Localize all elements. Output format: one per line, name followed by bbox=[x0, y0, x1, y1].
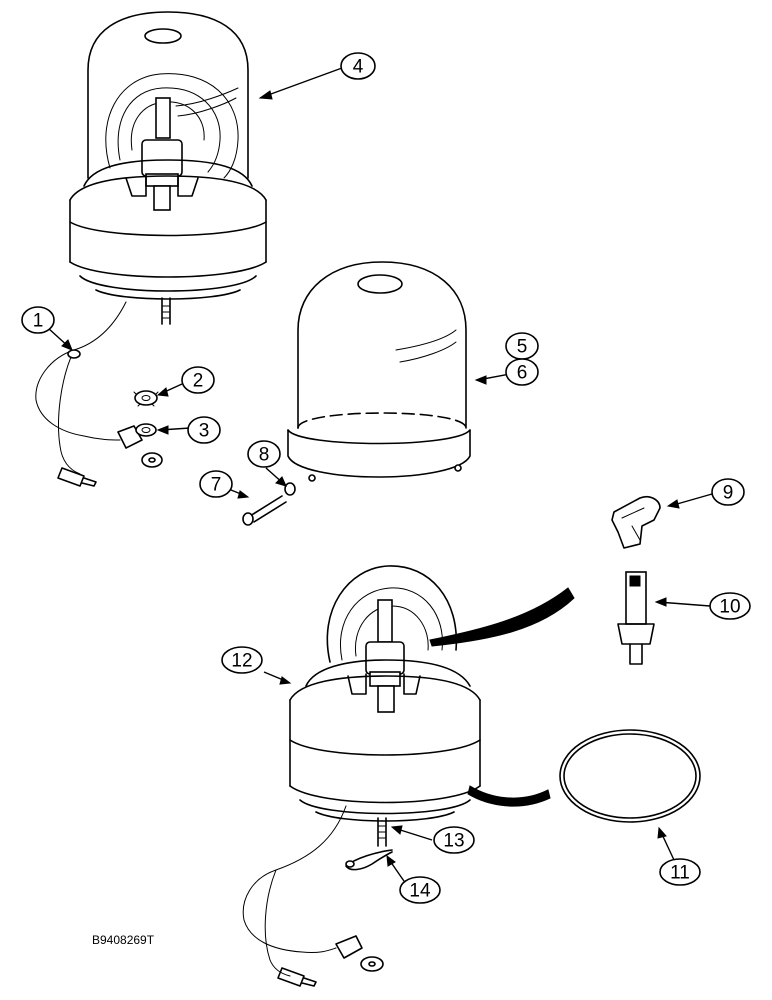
callout-1: 1 bbox=[21, 306, 55, 334]
leader-swoosh-oring bbox=[467, 785, 551, 807]
svg-text:3: 3 bbox=[199, 421, 210, 442]
callout-7: 7 bbox=[199, 470, 233, 498]
svg-text:1: 1 bbox=[33, 311, 44, 332]
callout-9: 9 bbox=[711, 478, 745, 506]
svg-text:7: 7 bbox=[211, 475, 222, 496]
bulb-10 bbox=[617, 571, 655, 665]
leader-lines bbox=[47, 67, 713, 885]
svg-text:9: 9 bbox=[723, 483, 734, 504]
svg-text:8: 8 bbox=[259, 445, 270, 466]
retaining-clip-14 bbox=[345, 849, 393, 871]
lock-washer-2 bbox=[133, 390, 159, 407]
callout-13: 13 bbox=[433, 826, 475, 854]
callout-8: 8 bbox=[247, 440, 281, 468]
screw-7 bbox=[242, 495, 287, 526]
svg-text:4: 4 bbox=[353, 57, 364, 78]
callout-4: 4 bbox=[340, 52, 376, 80]
callout-14: 14 bbox=[399, 876, 441, 904]
svg-text:5: 5 bbox=[517, 337, 528, 358]
wire-harness-lower bbox=[242, 805, 384, 987]
svg-text:6: 6 bbox=[517, 363, 528, 384]
svg-text:2: 2 bbox=[193, 371, 204, 392]
callout-3: 3 bbox=[187, 416, 221, 444]
wire-harness-upper bbox=[35, 301, 163, 487]
washer-8 bbox=[284, 482, 296, 496]
clip-9 bbox=[611, 495, 661, 549]
beacon-base-12 bbox=[289, 565, 561, 847]
svg-text:12: 12 bbox=[231, 651, 252, 672]
callout-6: 6 bbox=[505, 358, 539, 386]
svg-text:10: 10 bbox=[719, 597, 740, 618]
callout-12: 12 bbox=[221, 646, 263, 674]
washer-3 bbox=[135, 423, 157, 437]
callout-5: 5 bbox=[505, 332, 539, 360]
nut-1 bbox=[67, 349, 81, 359]
beacon-assembly-4 bbox=[69, 11, 267, 325]
lens-5-6 bbox=[287, 261, 471, 482]
o-ring-11 bbox=[559, 729, 701, 823]
leader-swoosh-bulb bbox=[429, 587, 575, 647]
callout-11: 11 bbox=[659, 858, 701, 886]
svg-text:11: 11 bbox=[670, 863, 690, 884]
svg-text:14: 14 bbox=[409, 881, 431, 902]
svg-text:13: 13 bbox=[443, 831, 464, 852]
callout-10: 10 bbox=[709, 592, 751, 620]
callout-2: 2 bbox=[181, 366, 215, 394]
figure-code: B9408269T bbox=[92, 933, 155, 947]
